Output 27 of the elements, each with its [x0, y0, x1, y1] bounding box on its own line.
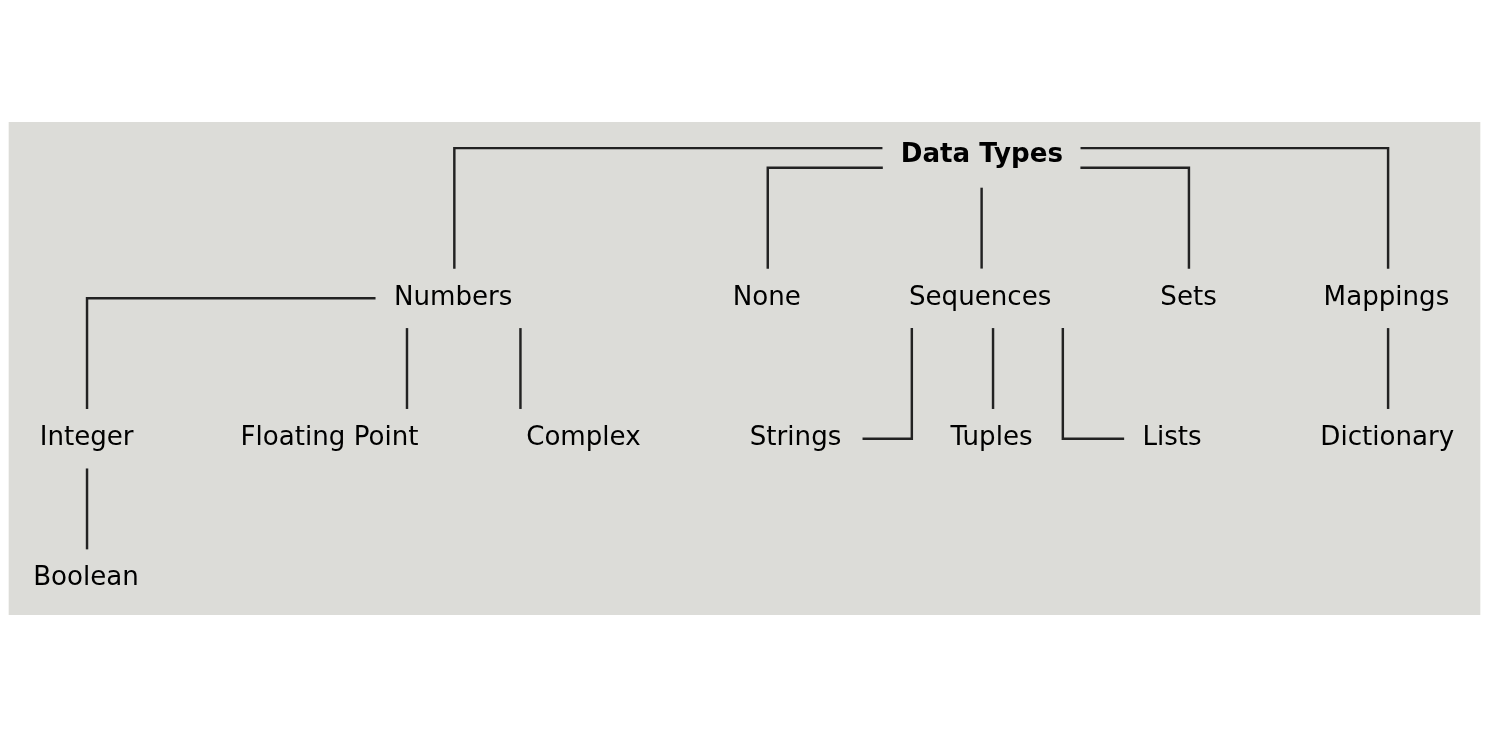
node-text: None [732, 280, 801, 311]
node-text: Sequences [908, 280, 1052, 311]
node-text: Boolean [33, 561, 139, 592]
connector [1386, 328, 1390, 409]
connector [1061, 328, 1125, 440]
connector [980, 187, 983, 269]
connector [405, 328, 409, 409]
node-text: Data Types [900, 138, 1063, 169]
connector [991, 328, 995, 409]
connector [85, 468, 89, 550]
node-text: Floating Point [240, 420, 419, 451]
node-text: Complex [526, 420, 641, 451]
connector [862, 328, 914, 440]
node-text: Lists [1142, 420, 1202, 451]
node-text: Sets [1160, 280, 1217, 311]
node-text: Tuples [950, 420, 1033, 451]
connector [1080, 166, 1191, 269]
node-text: Numbers [393, 280, 513, 311]
node-text: Mappings [1323, 280, 1450, 311]
connector [766, 166, 883, 269]
connector [519, 328, 522, 409]
node-text: Dictionary [1320, 420, 1455, 451]
connector [453, 146, 883, 269]
connector [85, 297, 376, 409]
connector [1080, 146, 1390, 269]
node-text: Strings [749, 420, 842, 451]
node-text: Integer [39, 420, 134, 451]
